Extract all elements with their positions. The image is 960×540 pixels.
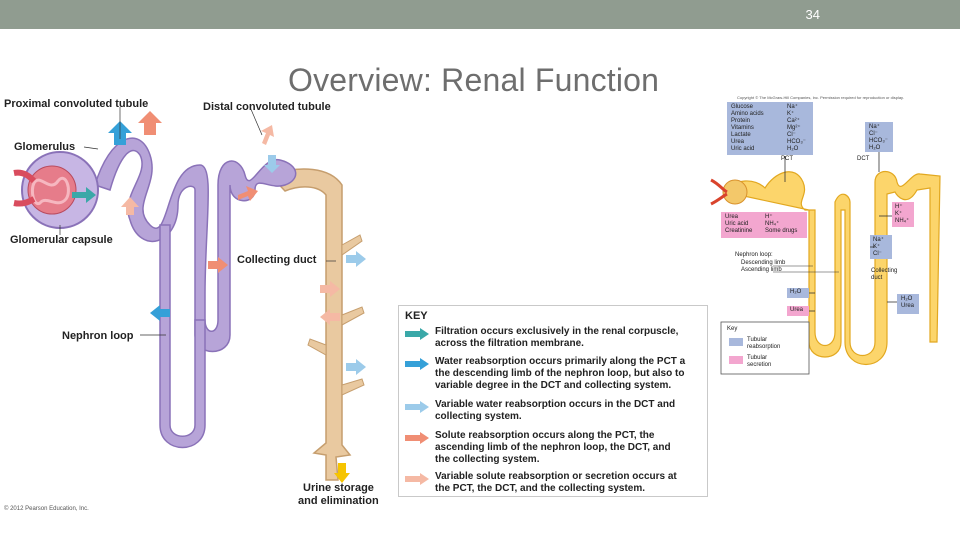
box2: Na⁺Cl⁻HCO₃⁻H₂O xyxy=(869,124,888,151)
solute-key-arrow xyxy=(405,432,429,444)
water-arrow-loop xyxy=(150,305,170,321)
label-water: H₂O xyxy=(790,289,802,295)
solute-arrow-pct-2 xyxy=(121,197,139,215)
key-item-3-line1: Solute reabsorption occurs along the PCT… xyxy=(435,430,655,441)
label-ascending: Ascending limb xyxy=(741,267,782,273)
right-nephron-diagram xyxy=(710,102,941,375)
box5: Na⁺K⁺Cl⁻ xyxy=(873,237,884,257)
solute-arrow-pct xyxy=(138,111,162,135)
afferent-arteriole xyxy=(13,169,37,184)
label-right-pct: PCT xyxy=(781,156,793,162)
label-loop-title: Nephron loop: xyxy=(735,252,773,258)
key-item-2-line1: Variable water reabsorption occurs in th… xyxy=(435,399,676,410)
key-item-0-line2: across the filtration membrane. xyxy=(435,338,584,349)
solute-arrow-cd-2 xyxy=(320,309,340,325)
box3-right: H⁺NH₄⁺Some drugs xyxy=(765,214,798,234)
key-item-0-line1: Filtration occurs exclusively in the ren… xyxy=(435,326,679,337)
variable-solute-key-arrow xyxy=(405,473,429,485)
key-item-3-line2: ascending limb of the nephron loop, the … xyxy=(435,442,671,453)
label-capsule: Glomerular capsule xyxy=(10,234,113,246)
key-panel: KEY Filtration occurs exclusively in the… xyxy=(398,305,708,497)
legend-title: Key xyxy=(727,326,738,332)
label-urine-1: Urine storage xyxy=(303,482,374,494)
label-descending: Descending limb xyxy=(741,260,786,266)
filtration-arrow xyxy=(72,187,96,203)
nephron-loop-shape xyxy=(159,224,206,449)
label-glomerulus: Glomerulus xyxy=(14,141,76,153)
key-item-4-line1: Variable solute reabsorption or secretio… xyxy=(435,471,677,482)
collecting-branch-4 xyxy=(307,338,327,356)
nephron-diagram xyxy=(13,106,366,483)
variable-water-key-arrow xyxy=(405,401,429,413)
nephron-tubule-shape xyxy=(94,137,297,353)
filtration-key-arrow xyxy=(405,328,429,340)
key-title: KEY xyxy=(405,310,428,322)
copyright: © 2012 Pearson Education, Inc. xyxy=(4,506,89,512)
key-item-3-line3: the collecting system. xyxy=(435,454,540,465)
key-item-4-line2: the PCT, the DCT, and the collecting sys… xyxy=(435,483,646,494)
glomerulus-capillaries xyxy=(30,176,70,206)
label-right-dct: DCT xyxy=(857,156,870,162)
label-urine-2: and elimination xyxy=(298,495,379,507)
collecting-branch-2 xyxy=(341,306,365,326)
right-copyright: Copyright © The McGraw-Hill Companies, I… xyxy=(737,95,904,100)
box1-right: Na⁺K⁺Ca²⁺Mg²⁺Cl⁻HCO₃⁻H₂O xyxy=(787,104,806,152)
key-item-1-line1: Water reabsorption occurs primarily alon… xyxy=(435,356,686,367)
key-item-1-line2: the descending limb of the nephron loop,… xyxy=(435,368,685,379)
key-item-2-line2: collecting system. xyxy=(435,411,522,422)
label-collecting-duct: Collecting duct xyxy=(237,254,317,266)
label-pct: Proximal convoluted tubule xyxy=(4,98,149,110)
solute-arrow-ascending xyxy=(208,257,228,273)
collecting-branch-1 xyxy=(341,234,363,256)
right-nephron-figure: Copyright © The McGraw-Hill Companies, I… xyxy=(705,92,955,382)
slide-title: Overview: Renal Function xyxy=(288,62,660,98)
water-arrow-dct xyxy=(264,155,280,173)
solute-arrow-cd-1 xyxy=(320,281,340,297)
label-collecting-2: duct xyxy=(871,275,883,281)
label-dct: Distal convoluted tubule xyxy=(203,101,331,113)
water-arrow-cd-1 xyxy=(346,251,366,267)
label-collecting-1: Collecting xyxy=(871,268,898,274)
water-arrow-cd-2 xyxy=(346,359,366,375)
collecting-branch-3 xyxy=(341,378,365,396)
water-key-arrow xyxy=(405,358,429,370)
solute-arrow-loop xyxy=(238,186,258,201)
efferent-arteriole xyxy=(13,196,36,207)
top-bar: 34 xyxy=(0,0,960,29)
box4: H⁺K⁺NH₄⁺ xyxy=(895,204,910,224)
collecting-duct-shape xyxy=(268,168,352,481)
solute-arrow-dct xyxy=(261,125,274,145)
key-item-1-line3: variable degree in the DCT and collectin… xyxy=(435,380,672,391)
slide-number: 34 xyxy=(805,7,820,22)
label-nephron-loop: Nephron loop xyxy=(62,330,134,342)
label-urea: Urea xyxy=(790,307,804,313)
urine-arrow xyxy=(334,463,350,483)
